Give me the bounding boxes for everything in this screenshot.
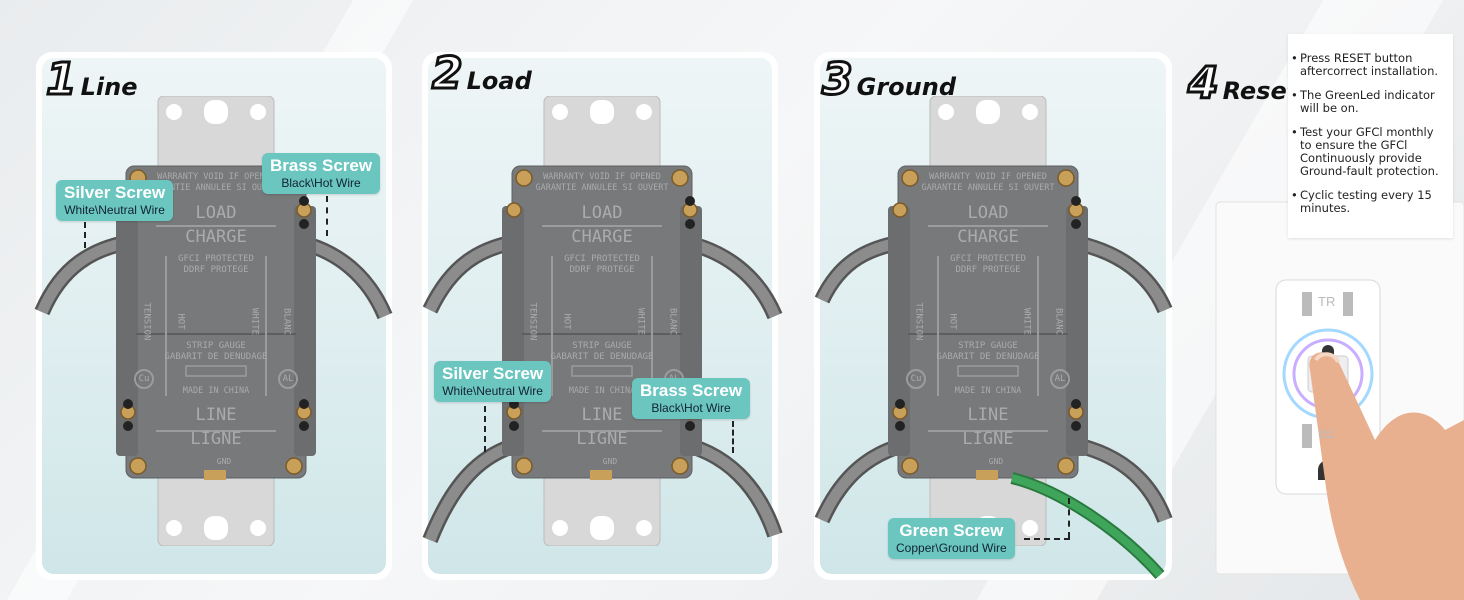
outlet-marking-load: LOAD [967,203,1009,223]
outlet-marking-al: AL [1054,374,1066,384]
outlet-marking-line: LINE [967,405,1009,425]
leader-line [1024,538,1070,540]
outlet-marking-charge: CHARGE [185,227,247,247]
label-title: Silver Screw [442,364,544,383]
outlet-marking-warranty2: GARANTIE ANNULEE SI OUVERT [149,183,283,193]
instruction-item: The GreenLed indicator will be on. [1288,89,1447,115]
outlet-marking-white: WHITE [1021,307,1032,336]
outlet-marking-tension: TENSION [141,302,152,341]
instruction-item: Press RESET button aftercorrect installa… [1288,52,1447,78]
leader-line [484,406,486,452]
outlet-marking-warranty1: WARRANTY VOID IF OPENED [929,172,1047,182]
outlet-marking-blanc: BLANC [1053,307,1064,336]
step-word: Reset [1222,77,1299,105]
outlet-marking-strip2: GABARIT DE DENUDAGE [550,352,654,362]
label-subtitle: White\Neutral Wire [442,384,543,398]
outlet-marking-gfci2: DDRF PROTEGE [183,265,249,275]
outlet-marking-strip2: GABARIT DE DENUDAGE [164,352,268,362]
step-number: 3 [821,54,855,105]
leader-line [326,196,328,236]
step-number: 2 [431,48,465,99]
instruction-item: Cyclic testing every 15 minutes. [1288,189,1447,215]
outlet-marking-ligne: LIGNE [190,429,242,449]
hand-icon [1309,352,1464,600]
outlet-marking-load: LOAD [581,203,623,223]
instruction-item: Test your GFCl monthly to ensure the GFC… [1288,126,1447,178]
step-title-2: 2 Load [431,48,532,99]
step-word: Ground [856,73,956,101]
outlet-marking-hot: HOT [561,313,572,330]
reset-instructions: Press RESET button aftercorrect installa… [1288,34,1453,238]
outlet-marking-gfci1: GFCI PROTECTED [950,254,1026,264]
outlet-marking-tension: TENSION [527,302,538,341]
silver-screw-label: Silver Screw White\Neutral Wire [434,361,552,402]
brass-screw-label: Brass Screw Black\Hot Wire [262,153,381,194]
label-title: Green Screw [899,521,1004,540]
outlet-marking-ligne: LIGNE [962,429,1014,449]
outlet-marking-made: MADE IN CHINA [182,386,250,396]
label-title: Brass Screw [270,156,373,175]
label-subtitle: Copper\Ground Wire [896,541,1007,555]
label-title: Silver Screw [64,183,166,202]
outlet-marking-gfci1: GFCI PROTECTED [178,254,254,264]
step-title-1: 1 Line [45,54,138,105]
outlet-marking-charge: CHARGE [571,227,633,247]
step-word: Line [80,73,138,101]
tr-mark: TR [1318,294,1336,309]
step-number: 4 [1187,58,1221,109]
outlet-marking-gnd: GND [988,457,1004,466]
outlet-marking-gfci2: DDRF PROTEGE [569,265,635,275]
brass-screw-label: Brass Screw Black\Hot Wire [632,378,751,419]
outlet-marking-white: WHITE [249,307,260,336]
outlet-marking-blanc: BLANC [281,307,292,336]
outlet-marking-hot: HOT [175,313,186,330]
step-title-3: 3 Ground [821,54,956,105]
outlet-marking-cu: Cu [910,374,922,384]
outlet-marking-strip1: STRIP GAUGE [186,341,246,351]
outlet-marking-line: LINE [581,405,623,425]
outlet-marking-gnd: GND [602,457,618,466]
outlet-marking-gnd: GND [216,457,232,466]
outlet-marking-gfci2: DDRF PROTEGE [955,265,1021,275]
label-title: Brass Screw [640,381,743,400]
outlet-marking-strip1: STRIP GAUGE [958,341,1018,351]
step-number: 1 [45,54,79,105]
outlet-marking-charge: CHARGE [957,227,1019,247]
label-subtitle: White\Neutral Wire [64,203,165,217]
leader-line [84,222,86,248]
leader-line [732,421,734,453]
outlet-marking-cu: Cu [138,374,150,384]
step-word: Load [466,67,532,95]
outlet-marking-blanc: BLANC [667,307,678,336]
silver-screw-label: Silver Screw White\Neutral Wire [56,180,174,221]
outlet-marking-white: WHITE [635,307,646,336]
outlet-marking-al: AL [282,374,294,384]
outlet-marking-load: LOAD [195,203,237,223]
outlet-marking-hot: HOT [947,313,958,330]
outlet-marking-made: MADE IN CHINA [568,386,636,396]
outlet-marking-strip2: GABARIT DE DENUDAGE [936,352,1040,362]
label-subtitle: Black\Hot Wire [651,401,731,415]
leader-line [1068,498,1070,538]
green-screw-label: Green Screw Copper\Ground Wire [888,518,1015,559]
outlet-marking-ligne: LIGNE [576,429,628,449]
tr-mark: TR [1318,426,1336,441]
step-title-4: 4 Reset [1187,58,1299,109]
outlet-marking-line: LINE [195,405,237,425]
outlet-marking-gfci1: GFCI PROTECTED [564,254,640,264]
outlet-marking-made: MADE IN CHINA [954,386,1022,396]
outlet-marking-warranty2: GARANTIE ANNULEE SI OUVERT [535,183,669,193]
outlet-marking-warranty1: WARRANTY VOID IF OPENED [157,172,275,182]
outlet-marking-warranty2: GARANTIE ANNULEE SI OUVERT [921,183,1055,193]
outlet-marking-tension: TENSION [913,302,924,341]
outlet-marking-strip1: STRIP GAUGE [572,341,632,351]
label-subtitle: Black\Hot Wire [281,176,361,190]
outlet-marking-warranty1: WARRANTY VOID IF OPENED [543,172,661,182]
